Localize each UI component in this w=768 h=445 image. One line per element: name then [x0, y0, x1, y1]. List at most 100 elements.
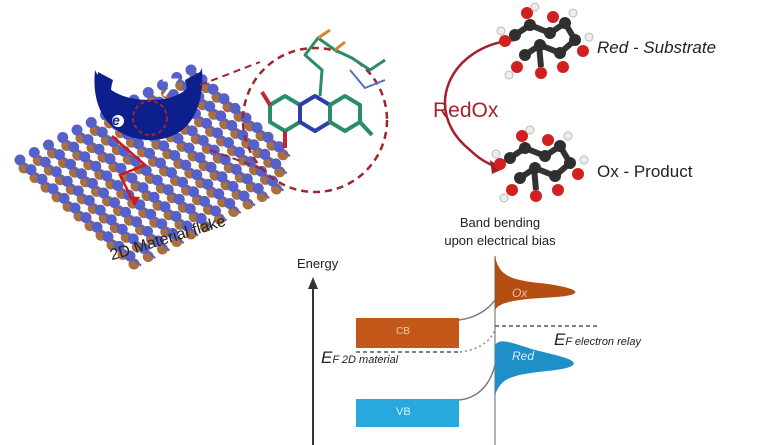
atom-blue [218, 93, 230, 105]
atom-blue [85, 117, 97, 128]
oxygen-atom [530, 190, 542, 202]
atom-blue [104, 153, 116, 165]
atom-blue [83, 195, 95, 206]
atom-blue [259, 148, 271, 160]
hydrogen-atom [499, 193, 509, 203]
oxygen-atom [535, 67, 547, 79]
carbon-atom [514, 172, 526, 184]
atom-blue [54, 149, 65, 161]
atom-blue [213, 188, 225, 200]
atom-blue [69, 202, 81, 214]
atom-blue [50, 166, 62, 178]
atom-blue [238, 190, 250, 202]
atom-blue [96, 126, 108, 138]
carbon-atom [539, 150, 551, 162]
atom-blue [184, 203, 196, 215]
atom-blue [252, 183, 264, 194]
ox-distribution [495, 255, 576, 310]
atom-blue [109, 197, 120, 209]
zoom-circle [241, 46, 389, 194]
atom-blue [251, 122, 263, 134]
atom-blue [180, 159, 192, 171]
atom-blue [134, 199, 146, 211]
atom-blue [223, 137, 234, 149]
atom-blue [36, 173, 48, 185]
atom-blue [197, 135, 209, 146]
carbon-atom [504, 152, 516, 164]
electron-icon [112, 115, 124, 127]
carbon-atom [524, 19, 536, 31]
atom-blue [159, 201, 171, 213]
hydrogen-atom [579, 155, 589, 165]
atom-blue [47, 183, 59, 195]
atom-blue [115, 162, 127, 174]
atom-blue [273, 141, 285, 153]
atom-blue [153, 235, 164, 247]
carbon-atom [544, 27, 556, 39]
atom-blue [204, 100, 216, 112]
atom-blue [212, 127, 223, 139]
atom-blue [127, 233, 139, 245]
carbon-atom [519, 49, 531, 61]
product-label: Ox - Product [597, 162, 693, 181]
substrate-molecule [496, 2, 594, 80]
atom-blue [162, 184, 174, 196]
atom-blue [71, 124, 83, 136]
atom-blue [87, 177, 98, 189]
atom-blue [199, 195, 210, 207]
band-bending-title: Band bending [459, 215, 541, 230]
atom-blue [140, 165, 152, 176]
atom-blue [216, 171, 228, 183]
atom-blue [72, 185, 84, 197]
active-site [132, 100, 168, 136]
ox-label: Ox [512, 286, 528, 300]
atom-blue [57, 132, 69, 143]
fermi-2d-label: EF 2D material [321, 348, 398, 368]
atom-blue [157, 79, 168, 91]
oxygen-atom [506, 184, 518, 196]
carbon-atom [549, 170, 561, 182]
atom-blue [25, 164, 37, 176]
atom-blue [91, 221, 103, 233]
atom-blue [151, 174, 163, 186]
atom-blue [270, 158, 282, 170]
atom-blue [169, 150, 181, 161]
atom-blue [65, 158, 76, 170]
atom-blue [142, 87, 154, 98]
atom-blue [172, 132, 184, 144]
atom-blue [126, 172, 138, 184]
atom-blue [241, 173, 253, 185]
atom-blue [113, 240, 125, 252]
atom-blue [80, 212, 92, 224]
atom-blue [167, 228, 179, 239]
oxygen-atom [521, 7, 533, 19]
energy-axis-label: Energy [297, 256, 339, 271]
carbon-atom [519, 142, 531, 154]
hydrogen-atom [584, 32, 594, 42]
atom-blue [210, 205, 221, 217]
cofactor-molecule [260, 28, 386, 148]
atom-blue [185, 64, 197, 76]
atom-blue [144, 147, 155, 159]
oxygen-atom [552, 184, 564, 196]
hydrogen-atom [525, 125, 535, 135]
atom-blue [93, 143, 105, 155]
atom-blue [58, 192, 70, 204]
conduction-band [356, 318, 459, 348]
atom-blue [148, 191, 160, 203]
carbon-atom [554, 47, 566, 59]
oxygen-atom [542, 134, 554, 146]
atom-blue [14, 154, 26, 166]
fermi-symbol: E [554, 330, 566, 349]
atom-blue [230, 163, 242, 175]
atom-blue [133, 138, 144, 150]
oxygen-atom [547, 11, 559, 23]
atom-blue [76, 168, 87, 180]
atom-blue [186, 125, 198, 137]
atom-blue [201, 117, 212, 129]
atom-blue [102, 231, 114, 243]
enzyme-shape [97, 72, 201, 135]
electron-path-arrow [111, 135, 148, 206]
atom-blue [79, 151, 91, 163]
atom-blue [116, 223, 128, 235]
